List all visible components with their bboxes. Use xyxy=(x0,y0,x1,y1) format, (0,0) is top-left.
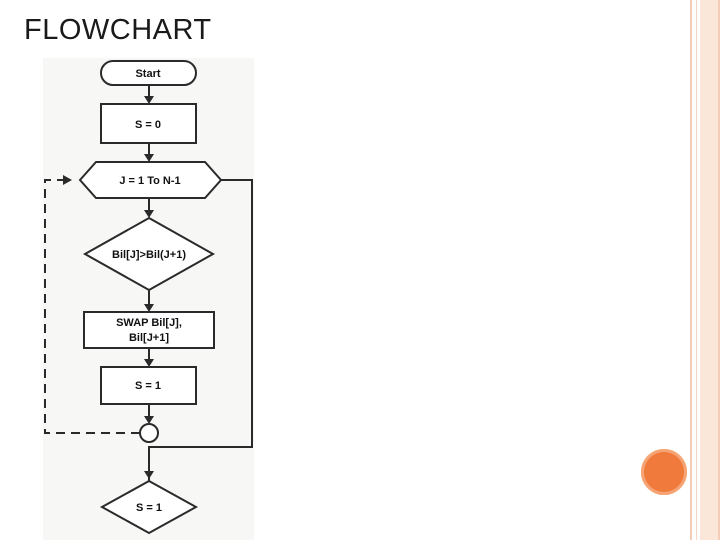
connector-swap-flag xyxy=(144,348,154,367)
frame-line-left xyxy=(690,0,692,540)
frame-band xyxy=(700,0,718,540)
loop-junction xyxy=(139,423,159,443)
loop-node: J = 1 To N-1 xyxy=(78,161,223,199)
connector-start-init xyxy=(144,85,154,104)
swap-node: SWAP Bil[J], Bil[J+1] xyxy=(83,311,215,349)
set-flag-label: S = 1 xyxy=(135,380,161,392)
condition-label: Bil[J]>Bil(J+1) xyxy=(112,249,186,261)
swap-label-line1: SWAP Bil[J], xyxy=(116,317,182,329)
frame-line-right xyxy=(718,0,720,540)
swap-label-line2: Bil[J+1] xyxy=(129,332,169,344)
start-label: Start xyxy=(135,68,160,80)
final-condition-label: S = 1 xyxy=(136,502,162,514)
slide-title: FLOWCHART xyxy=(24,14,212,46)
init-label: S = 0 xyxy=(135,119,161,131)
loop-label: J = 1 To N-1 xyxy=(119,175,180,187)
init-node: S = 0 xyxy=(100,103,197,144)
decorative-dot xyxy=(641,449,687,495)
loop-back-connector xyxy=(44,175,140,434)
final-condition-node: S = 1 xyxy=(99,479,199,535)
set-flag-node: S = 1 xyxy=(100,366,197,405)
condition-node: Bil[J]>Bil(J+1) xyxy=(82,216,216,292)
start-node: Start xyxy=(100,60,197,86)
connector-flag-junction xyxy=(144,404,154,424)
frame-line-inner xyxy=(696,0,697,540)
connector-condition-swap xyxy=(144,290,154,312)
loop-exit-connector xyxy=(144,179,253,485)
connector-loop-condition xyxy=(144,198,154,218)
connector-init-loop xyxy=(144,143,154,162)
